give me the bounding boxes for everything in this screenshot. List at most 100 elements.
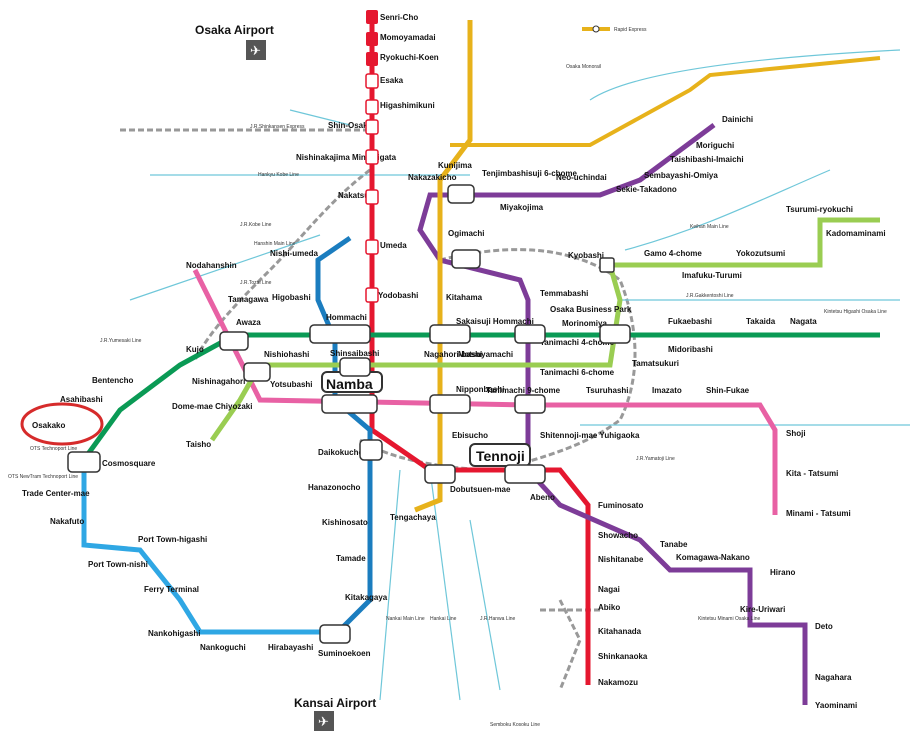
station[interactable]: Deto [815,622,833,631]
station[interactable]: Tsuruhashi [586,386,629,395]
station[interactable]: Nagata [790,317,817,326]
station[interactable]: Miyakojima [500,203,544,212]
station[interactable]: Nishinakajima Minamigata [296,153,397,162]
station[interactable]: Minami - Tatsumi [786,509,851,518]
station[interactable]: Takaida [746,317,776,326]
station[interactable]: Tenjimbashisuji 6-chome [482,169,578,178]
station[interactable]: Yokozutsumi [736,249,785,258]
station[interactable]: Temmabashi [540,289,588,298]
station[interactable]: Kire-Uriwari [740,605,785,614]
station[interactable]: Senri-Cho [380,13,418,22]
station[interactable]: Tengachaya [390,513,436,522]
station[interactable]: Tanimachi 4-chome [540,338,615,347]
station[interactable]: Osaka Business Park [550,305,632,314]
station[interactable]: Midoribashi [668,345,713,354]
station[interactable]: Ogimachi [448,229,484,238]
station[interactable]: Nishitanabe [598,555,644,564]
station[interactable]: Neo-uchindai [556,173,607,182]
station[interactable]: Showacho [598,531,638,540]
station[interactable]: Tamagawa [228,295,269,304]
station[interactable]: Shinkanaoka [598,652,648,661]
station[interactable]: Shitennoji-mae Yuhigaoka [540,431,640,440]
station[interactable]: Sakaisuji Hommachi [456,317,534,326]
station[interactable]: Nagai [598,585,620,594]
station[interactable]: Ryokuchi-Koen [380,53,439,62]
station[interactable]: Abiko [598,603,620,612]
station[interactable]: Daikokucho [318,448,363,457]
station[interactable]: Yodobashi [378,291,418,300]
station[interactable]: Shinsaibashi [330,349,379,358]
station[interactable]: Taishibashi-Imaichi [670,155,744,164]
station[interactable]: Kunijima [438,161,472,170]
station[interactable]: Sekie-Takadono [616,185,677,194]
station[interactable]: Ferry Terminal [144,585,199,594]
station[interactable]: Bentencho [92,376,133,385]
station[interactable]: Kitahanada [598,627,642,636]
station[interactable]: Yaominami [815,701,857,710]
tennoji-hub[interactable]: Tennoji [469,443,531,467]
station[interactable]: Higobashi [272,293,311,302]
station[interactable]: Esaka [380,76,404,85]
station[interactable]: Trade Center-mae [22,489,90,498]
station[interactable]: Nishi-umeda [270,249,319,258]
station[interactable]: Imafuku-Turumi [682,271,742,280]
station[interactable]: Momoyamadai [380,33,436,42]
station[interactable]: Ebisucho [452,431,488,440]
station[interactable]: Nakazakicho [408,173,457,182]
station[interactable]: Abeno [530,493,555,502]
station[interactable]: Asahibashi [60,395,103,404]
station[interactable]: Kitahama [446,293,483,302]
station[interactable]: Taisho [186,440,211,449]
station[interactable]: Tanabe [660,540,688,549]
station[interactable]: Port Town-nishi [88,560,148,569]
station[interactable]: Moriguchi [696,141,734,150]
station[interactable]: Tamatsukuri [632,359,679,368]
station[interactable]: Fukaebashi [668,317,712,326]
station[interactable]: Hommachi [326,313,367,322]
station[interactable]: Shin-Fukae [706,386,750,395]
station[interactable]: Nagahara [815,673,852,682]
station[interactable]: Nakafuto [50,517,84,526]
station[interactable]: Dainichi [722,115,753,124]
station[interactable]: Port Town-higashi [138,535,207,544]
station[interactable]: Kadomaminami [826,229,886,238]
station[interactable]: Nakatsu [338,191,369,200]
station[interactable]: Kujo [186,345,204,354]
station[interactable]: Nishiohashi [264,350,309,359]
station[interactable]: Shin-Osaka [328,121,373,130]
station[interactable]: Nagahori-bashi [424,350,482,359]
station[interactable]: Nodahanshin [186,261,237,270]
station[interactable]: Kyobashi [568,251,604,260]
station[interactable]: Higashimikuni [380,101,435,110]
station[interactable]: Suminoekoen [318,649,371,658]
station[interactable]: Dome-mae Chiyozaki [172,402,252,411]
station[interactable]: Umeda [380,241,407,250]
station[interactable]: Yotsubashi [270,380,313,389]
station[interactable]: Nishinagahori [192,377,245,386]
station[interactable]: Awaza [236,318,261,327]
station[interactable]: Fuminosato [598,501,643,510]
station[interactable]: Nankohigashi [148,629,200,638]
station[interactable]: Gamo 4-chome [644,249,702,258]
station[interactable]: Kitakagaya [345,593,388,602]
station[interactable]: Tanimachi 9-chome [486,386,561,395]
station[interactable]: Sembayashi-Omiya [644,171,718,180]
station[interactable]: Kishinosato [322,518,368,527]
station[interactable]: Imazato [652,386,682,395]
station[interactable]: Tsurumi-ryokuchi [786,205,853,214]
station[interactable]: Kita - Tatsumi [786,469,838,478]
station[interactable]: Tanimachi 6-chome [540,368,615,377]
station[interactable]: Hanazonocho [308,483,361,492]
station-osakako[interactable]: Osakako [32,421,65,430]
station[interactable]: Nankoguchi [200,643,246,652]
station[interactable]: Nakamozu [598,678,638,687]
station[interactable]: Hirabayashi [268,643,313,652]
station[interactable]: Hirano [770,568,795,577]
station[interactable]: Komagawa-Nakano [676,553,750,562]
station[interactable]: Nipponbashi [456,385,504,394]
station[interactable]: Matsuyamachi [458,350,513,359]
station[interactable]: Dobutsuen-mae [450,485,511,494]
namba-hub[interactable]: Namba [321,371,383,393]
station[interactable]: Cosmosquare [102,459,156,468]
station[interactable]: Morinomiya [562,319,607,328]
